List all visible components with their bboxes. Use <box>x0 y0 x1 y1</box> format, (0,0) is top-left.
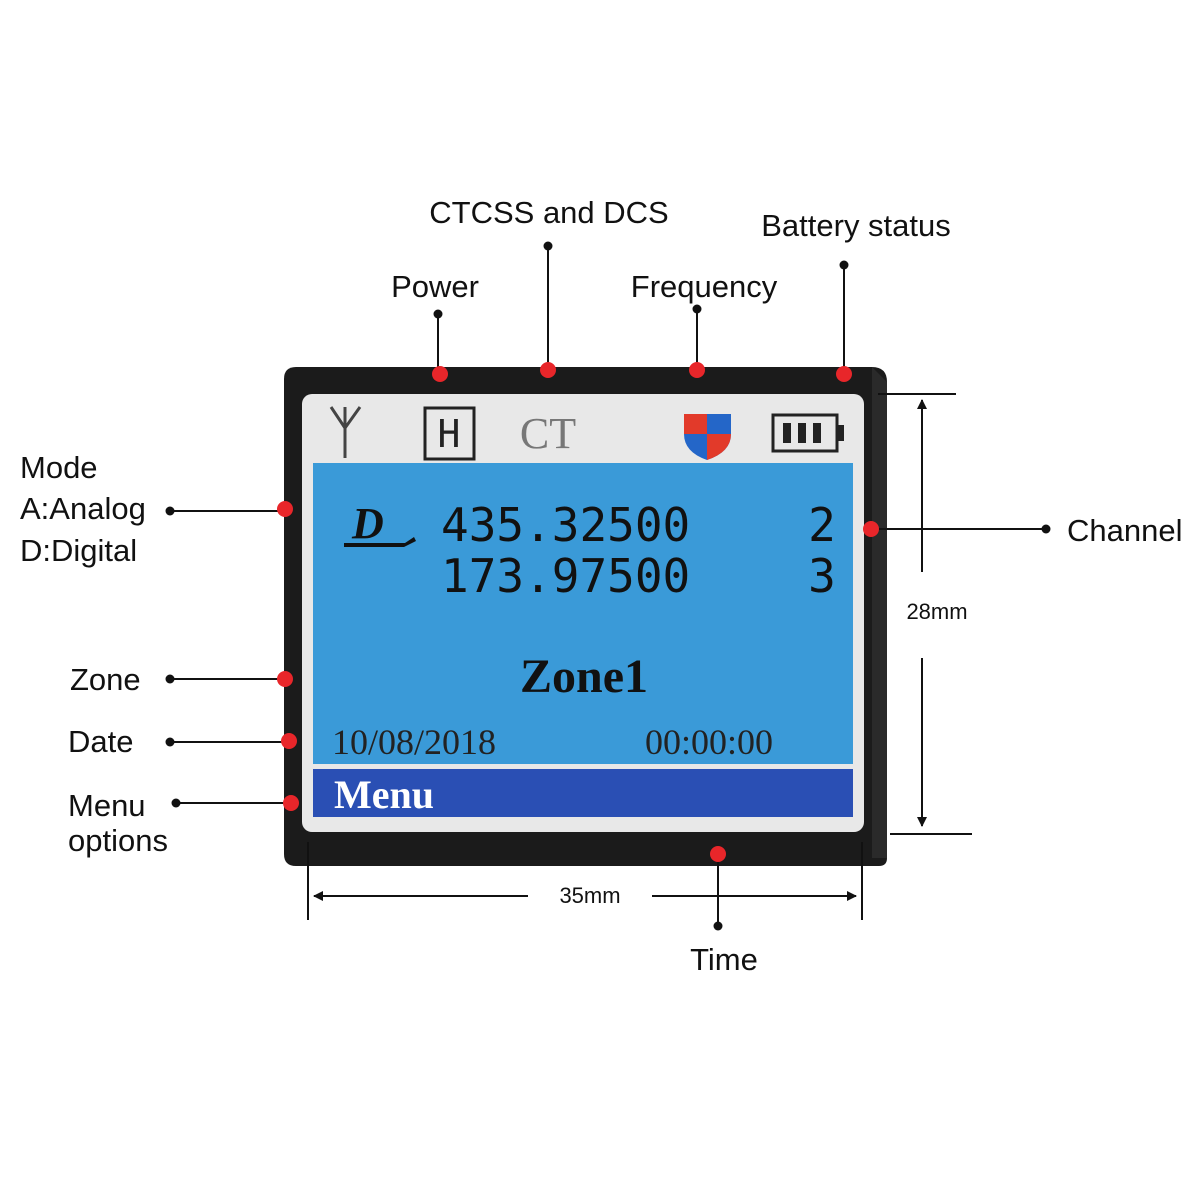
width-dimension-label: 35mm <box>559 883 620 908</box>
callout-end-dots <box>165 241 1051 931</box>
time-marker <box>710 846 726 862</box>
battery-icon <box>771 413 844 453</box>
menu-options-label-line1: Menu <box>68 788 146 823</box>
date-display: 10/08/2018 <box>332 722 496 762</box>
channel-1: 2 <box>808 498 836 552</box>
zone-name: Zone1 <box>520 650 648 703</box>
frequency-2: 173.97500 <box>441 549 690 603</box>
height-dimension-label: 28mm <box>906 599 967 624</box>
zone-marker <box>277 671 293 687</box>
width-dimension <box>307 842 863 920</box>
mode-label-line1: Mode <box>20 450 98 485</box>
battery-marker <box>836 366 852 382</box>
zone-label: Zone <box>70 662 141 697</box>
power-label: Power <box>391 269 479 304</box>
status-bar: H CT <box>329 406 844 461</box>
channel-marker <box>863 521 879 537</box>
ctcss-indicator: CT <box>520 409 576 458</box>
callout-markers <box>277 362 879 862</box>
menu-label: Menu <box>334 772 434 817</box>
menu-bar <box>313 769 853 817</box>
callout-lines <box>170 246 1046 926</box>
time-display: 00:00:00 <box>645 722 773 762</box>
channel-label: Channel <box>1067 513 1182 548</box>
menu-marker <box>283 795 299 811</box>
frequency-marker <box>689 362 705 378</box>
height-dimension <box>878 393 972 835</box>
date-label: Date <box>68 724 133 759</box>
lcd-main-area <box>313 463 853 764</box>
ctcss-dcs-label: CTCSS and DCS <box>429 195 668 230</box>
menu-options-label-line2: options <box>68 823 168 858</box>
antenna-icon <box>329 406 362 458</box>
battery-status-label: Battery status <box>761 208 951 243</box>
power-level-box: H <box>423 406 476 461</box>
mode-label-line2: A:Analog <box>20 491 146 526</box>
power-level-text: H <box>438 412 461 456</box>
digital-mode-icon: D <box>344 499 416 548</box>
power-marker <box>432 366 448 382</box>
frequency-1: 435.32500 <box>441 498 690 552</box>
time-label: Time <box>690 942 758 977</box>
date-marker <box>281 733 297 749</box>
mode-label-line3: D:Digital <box>20 533 137 568</box>
mode-icon-letter: D <box>351 499 384 548</box>
mode-marker <box>277 501 293 517</box>
ctcss-marker <box>540 362 556 378</box>
shield-icon <box>684 414 731 460</box>
channel-2: 3 <box>808 549 836 603</box>
frequency-label: Frequency <box>631 269 778 304</box>
